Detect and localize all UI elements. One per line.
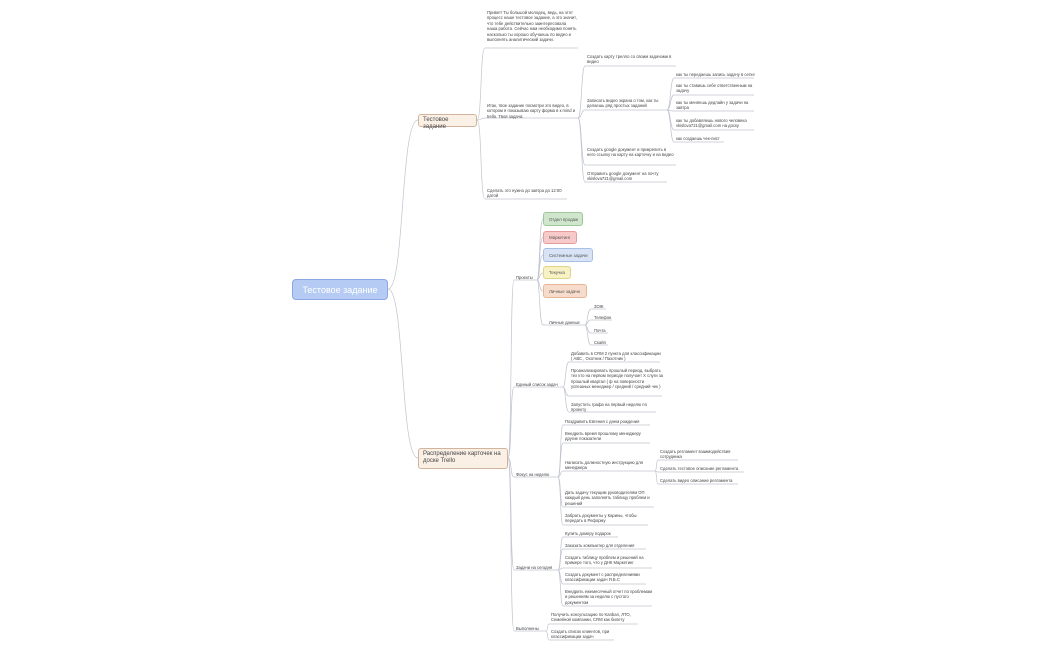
week-item-3[interactable]: Написать должностную инструкцию для мене… (565, 460, 643, 471)
l4-assign[interactable]: как ты ставишь себе ответственным на зад… (676, 83, 753, 94)
today-item-4[interactable]: Создать документ с распределениями класс… (565, 572, 640, 583)
week-sub-2[interactable]: Сделать тестовое описание регламента (660, 466, 739, 471)
sub-send-doc[interactable]: Отправить google документ на почту vkisl… (587, 171, 659, 182)
week-sub-3[interactable]: Сделать видео описание регламента (660, 478, 733, 483)
common-item-3[interactable]: Запустить графа на первый неделю по прое… (571, 402, 647, 413)
common-list-node[interactable]: Единый список задач (516, 382, 558, 387)
today-item-3[interactable]: Создать таблицу проблем и решений на при… (565, 555, 644, 566)
sub-google-doc[interactable]: Создать google документ и прикрепить в н… (587, 147, 674, 158)
box-sales[interactable]: Отдел продаж (543, 212, 583, 226)
today-item-1[interactable]: Купить домеру подарок (565, 531, 611, 536)
today-item-2[interactable]: Заказать компьютер для отделения (565, 543, 635, 548)
box-system[interactable]: Системные задачи (543, 248, 593, 262)
done-item-1[interactable]: Получить консультацию по Kanban, ЛТО, Се… (551, 612, 631, 623)
common-item-1[interactable]: Добавить в CRM 2 пункта для классификаци… (571, 351, 661, 362)
root-node[interactable]: Тестовое задание (292, 279, 388, 300)
projects-node[interactable]: Проекты (516, 275, 533, 280)
personal-item-email[interactable]: Почта (594, 328, 606, 333)
l4-add-person[interactable]: как ты добавляешь нового человека vkislo… (676, 118, 747, 129)
personal-item-zoj[interactable]: ЗОЖ (594, 304, 604, 309)
common-item-2[interactable]: Проанализировать прошлый период, выбрать… (571, 368, 664, 390)
intro-node[interactable]: Привет! Ты большой молодец, ведь, на это… (487, 10, 577, 43)
box-personal[interactable]: Личные задачи (543, 284, 587, 298)
branch-test-task[interactable]: Тестовое задание (418, 114, 477, 130)
done-item-2[interactable]: Создать список клиентов, при классификац… (551, 629, 610, 640)
today-node[interactable]: Задачи на сегодня (516, 565, 553, 570)
box-marketing[interactable]: Маркетинг (543, 231, 577, 244)
week-item-5[interactable]: Забрать документы у Карины, чтобы переда… (565, 513, 637, 524)
personal-item-skype[interactable]: Скайп (594, 340, 606, 345)
l4-deadline[interactable]: как ты меняешь дедлайн у задачи на завтр… (676, 100, 749, 111)
deadline-node[interactable]: Сделать это нужно до завтра до 12:00 дат… (487, 188, 562, 199)
sub-record-video[interactable]: Записать видео экрана о том, как ты дела… (587, 98, 659, 109)
sub-create-trello[interactable]: Создать карту трелло со своим задачами в… (587, 54, 672, 65)
branch-trello-distribution[interactable]: Распределение карточек на доске Trello (418, 448, 508, 469)
l4-checklist[interactable]: как создаешь чек-лист (676, 136, 720, 141)
week-item-4[interactable]: Дать задачу текущим руководителям ОП каж… (565, 490, 650, 506)
week-item-2[interactable]: Внедрить время прошлому менеджеру другие… (565, 431, 641, 442)
personal-item-phone[interactable]: Телефон (594, 315, 612, 320)
box-routine[interactable]: Текучка (543, 266, 571, 279)
task-node[interactable]: Итак, твое задание посмотри это видео, в… (487, 103, 576, 119)
week-focus-node[interactable]: Фокус на неделю (516, 472, 550, 477)
l4-move-task[interactable]: как ты передаешь запись задачу в сетке (676, 72, 755, 77)
week-item-1[interactable]: Поздравить Евгения с днем рождения (565, 419, 640, 424)
today-item-5[interactable]: Внедрить ежемесячный отчет по проблемам … (565, 589, 653, 605)
week-sub-1[interactable]: Создать регламент взаимодействия сотрудн… (660, 449, 731, 460)
personal-data-node[interactable]: Личные данные (549, 320, 580, 325)
done-node[interactable]: Выполнены (516, 626, 539, 631)
